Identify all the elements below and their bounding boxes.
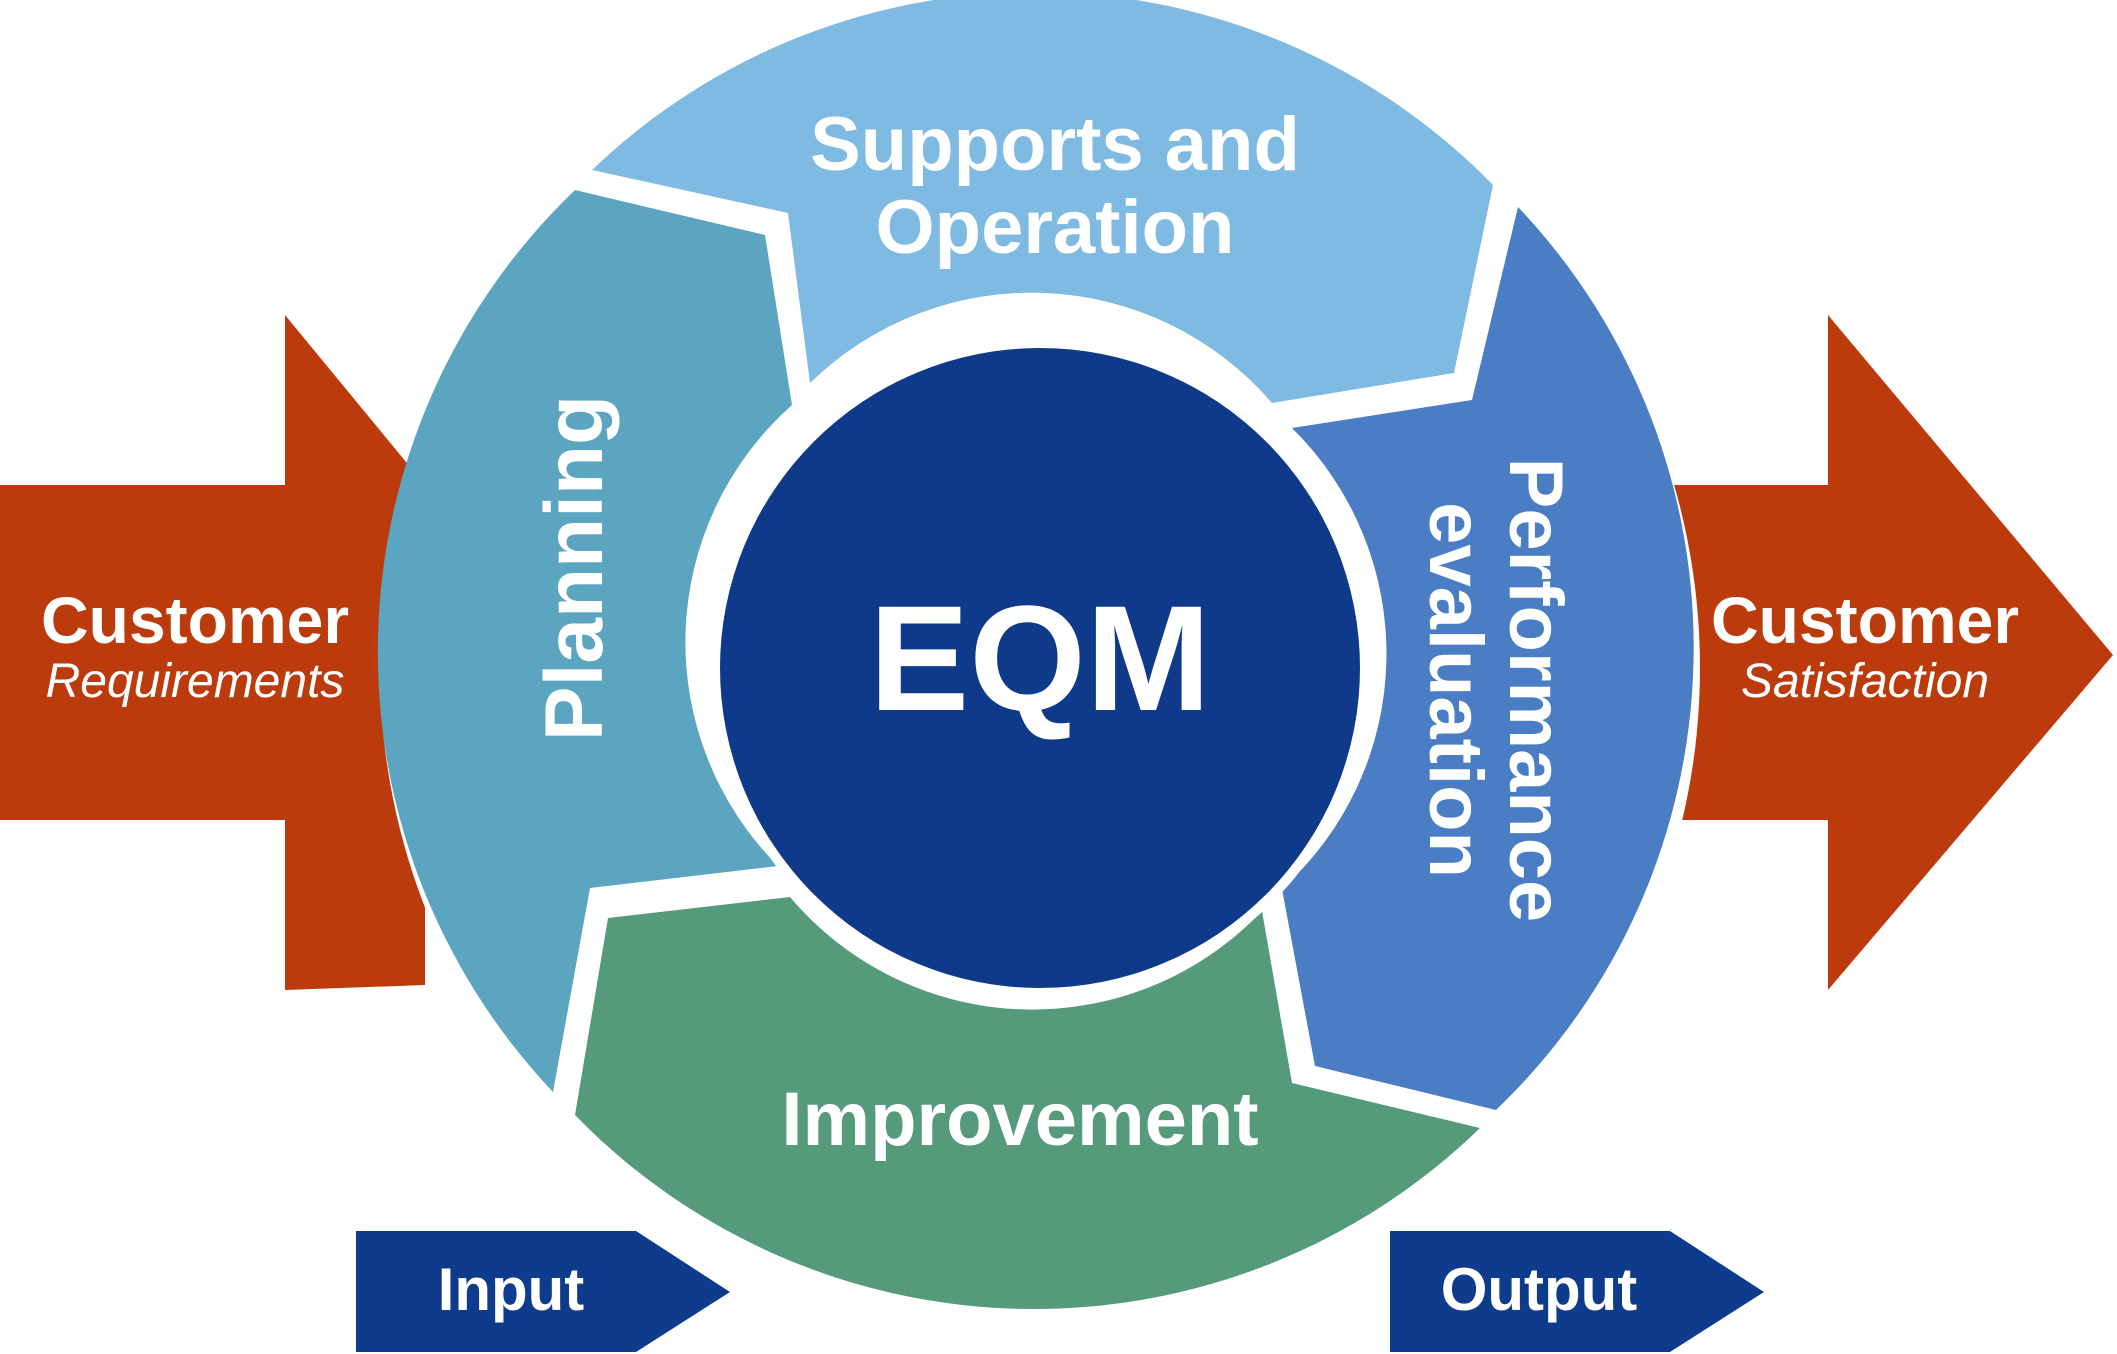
segment-planning — [377, 190, 792, 1092]
performance-label-line2: evaluation — [1413, 502, 1498, 878]
segment-improvement — [575, 897, 1480, 1309]
performance-label-line1: Performance — [1493, 458, 1578, 923]
supports-label-line2: Operation — [876, 185, 1235, 270]
output-tag — [1390, 1231, 1764, 1352]
supports-label-line1: Supports and — [810, 102, 1300, 187]
right-arrow-subtitle: Satisfaction — [1741, 655, 1989, 708]
segment-supports — [592, 0, 1493, 403]
segment-performance — [1282, 207, 1694, 1110]
right-arrow — [1650, 315, 2113, 990]
improvement-label: Improvement — [781, 1077, 1258, 1162]
output-label: Output — [1441, 1256, 1638, 1323]
input-label: Input — [438, 1256, 585, 1323]
left-arrow-subtitle: Requirements — [46, 655, 345, 708]
planning-label: Planning — [529, 395, 620, 741]
right-arrow-title: Customer — [1711, 583, 2019, 657]
left-arrow — [0, 315, 425, 990]
input-tag — [356, 1231, 730, 1352]
center-circle — [720, 348, 1360, 988]
center-label: EQM — [869, 574, 1211, 742]
left-arrow-title: Customer — [41, 583, 349, 657]
